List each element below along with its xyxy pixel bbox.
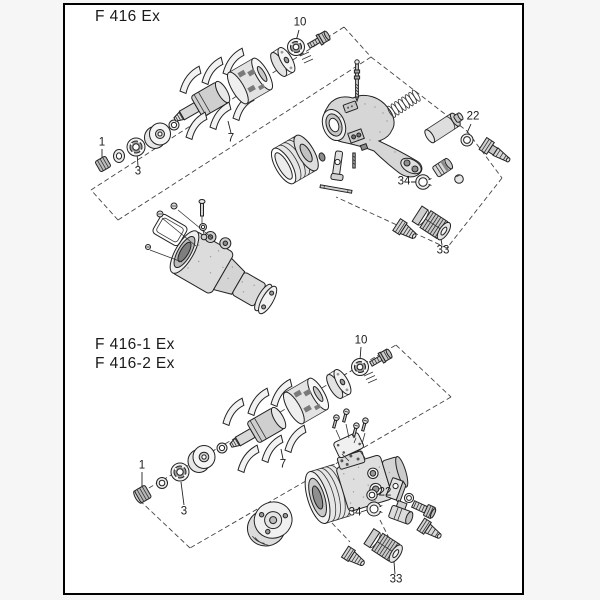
part-oval-plug-top [318,152,326,162]
part-rotor-bottom [229,406,287,448]
leader-lines-top [101,29,472,246]
part-rotor-blades-bottom [222,378,307,474]
part-label-33-bottom: 33 [389,573,403,586]
part-seal-ring-34-bottom [366,501,383,517]
part-label-3-bottom: 3 [180,505,188,518]
part-bolt-top [306,30,331,49]
part-spacer-washer-bottom [216,442,228,454]
part-end-disc-top [270,47,296,77]
part-spring-top [387,89,421,118]
part-rotor-blades-top [179,47,255,141]
part-silencer-33-top [411,205,452,241]
stipple-texture [339,103,413,168]
part-coupling-1 [95,156,111,172]
diagram-title-f416-1: F 416-1 Ex [95,336,175,353]
part-bearing-3-bottom [170,462,190,482]
part-label-34-bottom: 34 [348,506,362,519]
part-seal-ring-34-top [415,174,432,190]
part-endplate-bearing-top [144,122,171,149]
part-washer-22-top [460,133,474,147]
part-label-1-top: 1 [98,136,106,149]
part-pin-top [352,152,356,169]
part-washer-small-top [113,149,125,163]
part-top-bolt-straight-body [198,199,208,241]
part-label-7-top: 7 [227,132,235,145]
part-label-3-top: 3 [134,165,142,178]
part-silencer-33-bottom [363,527,403,563]
part-washer-22-bottom [366,489,378,501]
part-bearing-10-bottom [351,358,378,384]
part-hose-barb-bottom [340,545,365,567]
stipple-texture [343,466,397,504]
part-washer-small-bottom [156,477,168,489]
part-straight-body-top [169,230,278,315]
part-label-22-bottom: 22 [378,486,392,499]
part-hose-nipple-top [478,136,511,163]
part-bearing-10-top [287,38,314,64]
part-label-1-bottom: 1 [138,459,146,472]
part-cylinder-liner-bottom [282,377,330,425]
part-bolt-bottom [368,348,393,367]
part-label-22-top: 22 [466,110,480,123]
part-spacer-washer-top [168,119,180,131]
part-ball-top [454,174,464,184]
part-label-34-top: 34 [397,175,411,188]
part-clamp-ring-top [270,134,319,185]
stipple-texture [187,244,255,293]
part-label-7-bottom: 7 [279,458,287,471]
part-valve-stem-top [353,59,361,103]
part-bolt-right-bottom [410,500,437,519]
part-cylinder-liner-top [226,57,274,105]
part-valve-assembly-bottom [388,500,414,525]
part-trigger-lever-top [330,150,344,182]
part-clamp-disc-bottom [247,501,293,547]
part-main-body-bottom [304,450,409,525]
explosion-axis-lines-top [90,26,503,249]
part-label-10-top: 10 [293,16,307,29]
part-bracket-bottom [385,477,407,505]
part-rod-top [319,184,353,194]
part-bearing-3 [126,137,146,157]
part-washer-bracket-bottom [403,492,415,504]
diagram-f416-1-2 [133,344,452,575]
part-label-33-top: 33 [436,244,450,257]
part-hose-nipple-bottom [416,517,442,539]
plate-screws [332,408,369,437]
part-endplate-bearing-bottom [187,445,216,473]
diagram-title-f416: F 416 Ex [95,8,161,25]
part-valve-piston-top [432,157,454,178]
diagram-title-f416-2: F 416-2 Ex [95,355,175,372]
part-end-disc-bottom [326,369,352,399]
part-rotor-top [173,80,231,122]
part-pistol-body [321,94,423,178]
part-cover-plate-top [145,202,213,263]
part-throttle-sleeve-top [424,112,464,144]
part-hose-barb-top [392,217,417,240]
diagram-f416 [90,26,511,315]
part-label-10-bottom: 10 [354,334,368,347]
part-pinion-1 [133,485,152,504]
part-cover-plate-bottom [332,408,369,462]
